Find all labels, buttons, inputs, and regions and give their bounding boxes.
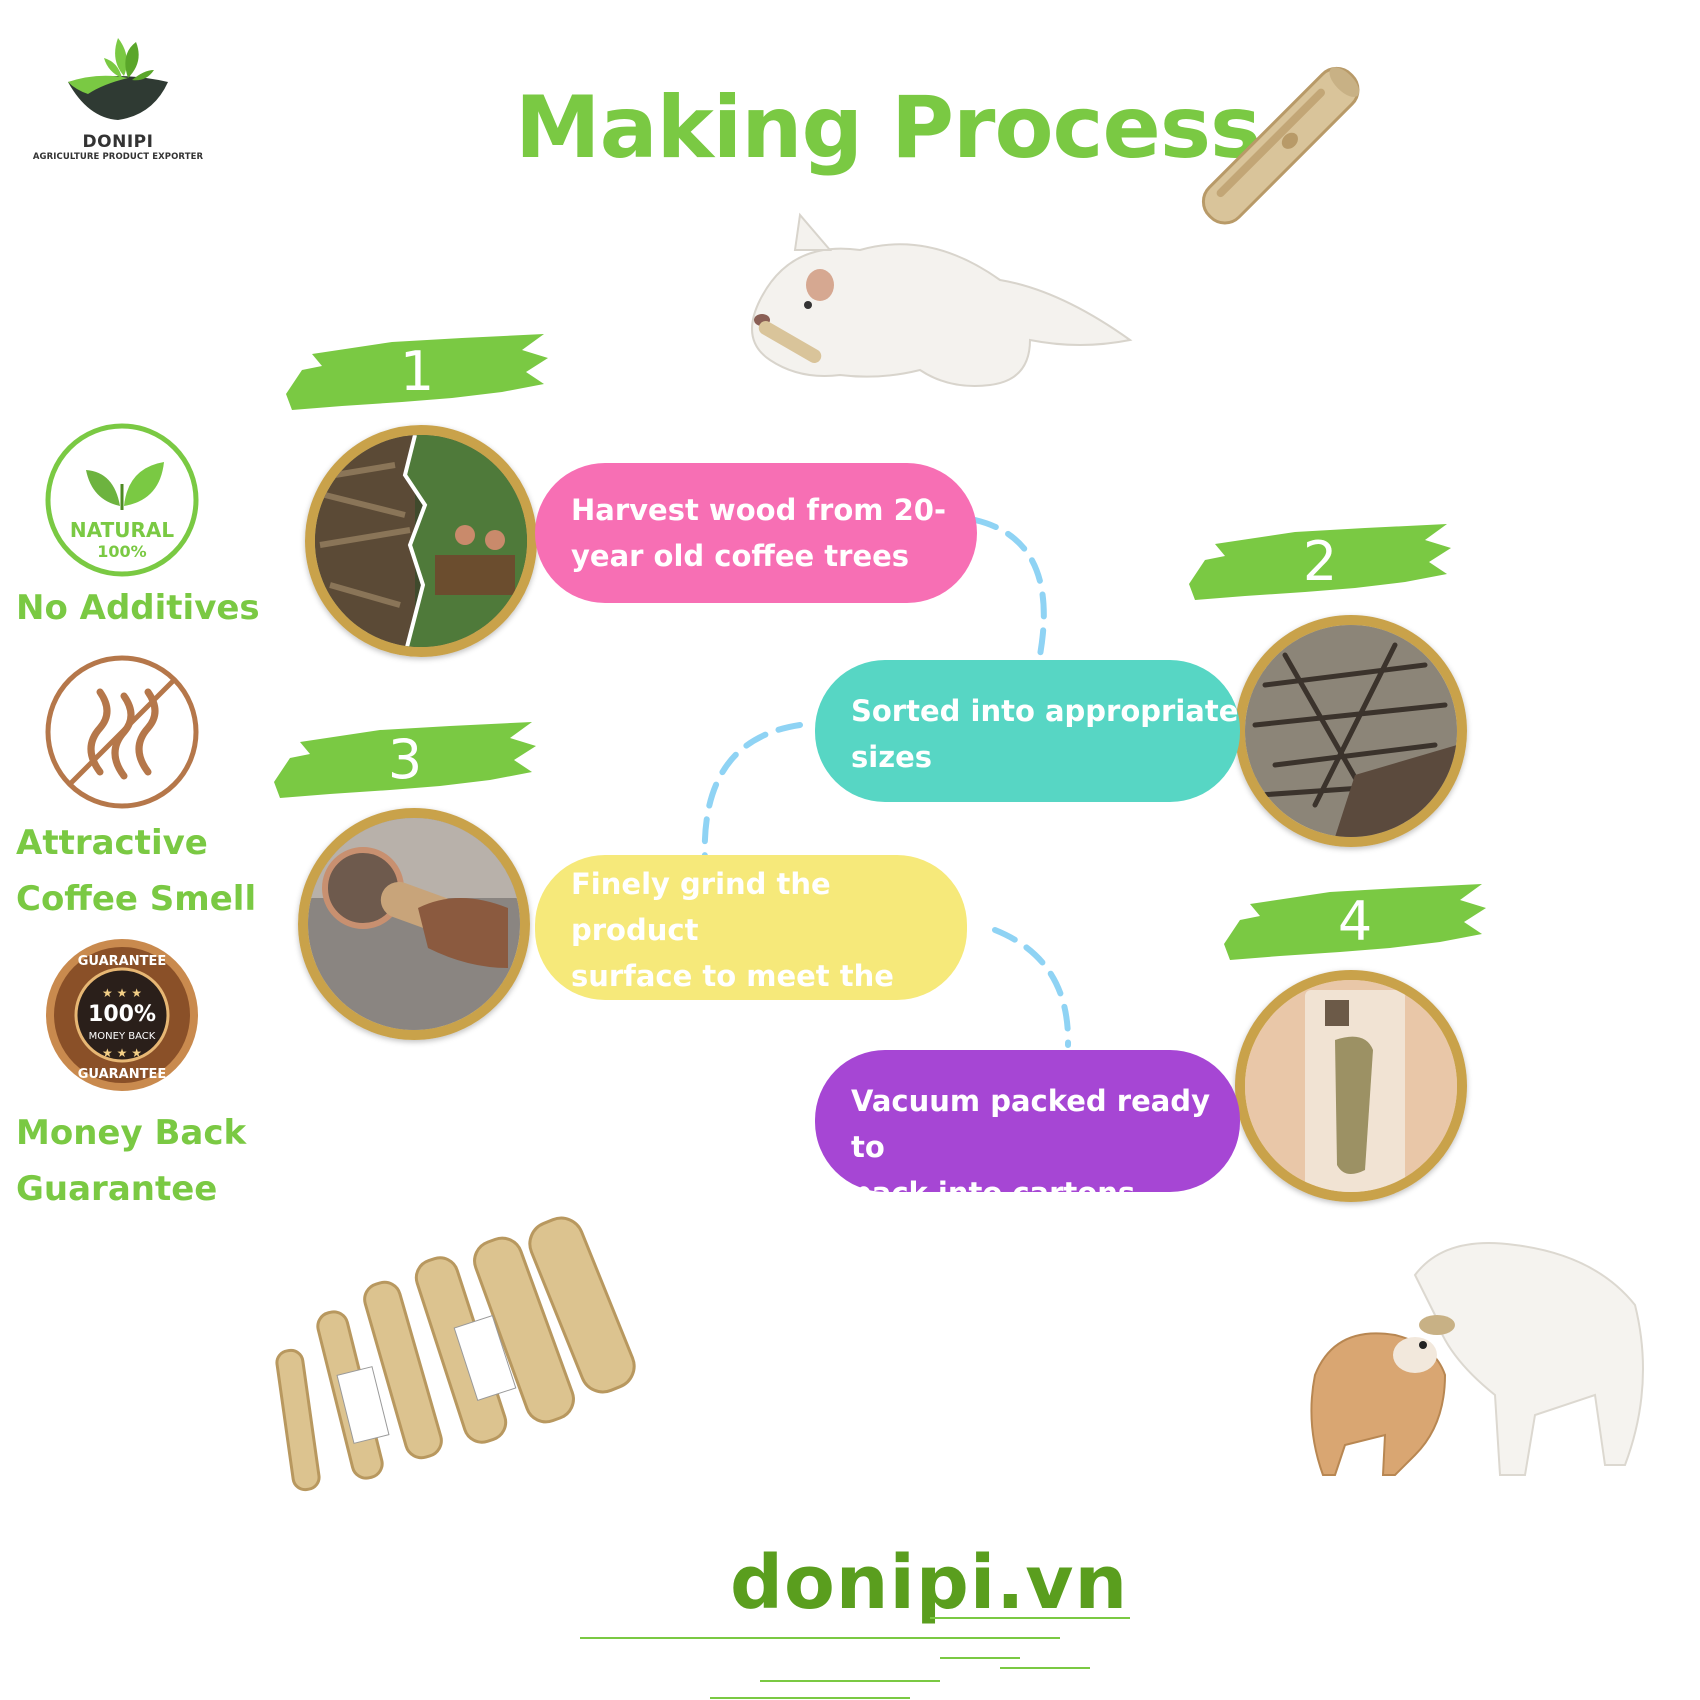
step-number-banner-1: 1 — [282, 328, 552, 418]
svg-text:★ ★ ★: ★ ★ ★ — [102, 1046, 142, 1060]
brand-name: DONIPI — [82, 132, 154, 152]
step-3-pill: Finely grind the product surface to meet… — [535, 855, 967, 1039]
step-4-text-line2: pack into cartons — [851, 1176, 1136, 1210]
step-2-photo — [1235, 615, 1467, 847]
feature-label-coffee-smell: Attractive Coffee Smell — [16, 823, 257, 919]
vacuum-pack-image — [1245, 980, 1457, 1192]
step-number-banner-3: 3 — [270, 716, 540, 806]
svg-text:★ ★ ★: ★ ★ ★ — [102, 986, 142, 1000]
feature-label-no-additives: No Additives — [16, 588, 260, 628]
step-1-pill: Harvest wood from 20- year old coffee tr… — [535, 463, 977, 603]
natural-badge-icon: NATURAL 100% — [45, 423, 199, 577]
underline-decoration — [930, 1617, 1130, 1619]
no-smell-icon — [45, 655, 199, 809]
underline-decoration — [940, 1657, 1020, 1659]
step-4-text-line1: Vacuum packed ready to — [851, 1084, 1210, 1164]
brush-stroke-icon — [1189, 524, 1451, 600]
step-1-photo — [305, 425, 537, 657]
step-3-text-line2: surface to meet the — [571, 959, 894, 993]
coffee-stick-image — [1201, 66, 1360, 225]
step-2-pill: Sorted into appropriate sizes — [815, 660, 1240, 802]
brand-tagline: AGRICULTURE PRODUCT EXPORTER — [32, 152, 204, 162]
dashed-connectors — [701, 517, 1072, 1048]
step-3-text-line3: standard — [571, 1005, 718, 1039]
step-3-photo — [298, 808, 530, 1040]
underline-decoration — [760, 1680, 940, 1682]
step-2-text-line1: Sorted into appropriate — [851, 694, 1239, 728]
page-title: Making Process — [515, 78, 1261, 178]
underline-decoration — [1000, 1667, 1090, 1669]
step-1-text-line2: year old coffee trees — [571, 539, 910, 573]
brand-logo: DONIPI AGRICULTURE PRODUCT EXPORTER — [28, 20, 208, 180]
step-number: 3 — [387, 728, 423, 791]
underline-decoration — [710, 1697, 910, 1699]
step-number-banner-2: 2 — [1185, 518, 1455, 608]
sorted-sticks-image — [1245, 625, 1457, 837]
svg-text:NATURAL: NATURAL — [70, 518, 174, 542]
step-1-text-line1: Harvest wood from 20- — [571, 493, 946, 527]
coffee-sticks-row-image — [275, 1216, 636, 1492]
leaf-bowl-icon — [68, 38, 168, 120]
svg-text:100%: 100% — [88, 1002, 156, 1027]
step-4-photo — [1235, 970, 1467, 1202]
svg-text:MONEY BACK: MONEY BACK — [89, 1031, 156, 1042]
feature-label-money-back: Money Back Guarantee — [16, 1113, 247, 1209]
underline-decoration — [580, 1637, 1060, 1639]
step-2-text-line2: sizes — [851, 740, 933, 774]
dog-chewing-image — [751, 212, 1133, 387]
step-number-banner-4: 4 — [1220, 878, 1490, 968]
step-number: 1 — [399, 340, 435, 403]
step-3-text-line1: Finely grind the product — [571, 867, 831, 947]
svg-text:GUARANTEE: GUARANTEE — [78, 954, 166, 969]
two-dogs-image — [1310, 1242, 1644, 1476]
harvest-wood-image — [315, 435, 527, 647]
step-number: 2 — [1302, 530, 1338, 593]
brush-stroke-icon — [274, 722, 536, 798]
grinding-image — [308, 818, 520, 1030]
svg-text:GUARANTEE: GUARANTEE — [78, 1067, 166, 1082]
step-number: 4 — [1337, 890, 1373, 953]
step-4-pill: Vacuum packed ready to pack into cartons — [815, 1050, 1240, 1210]
brush-stroke-icon — [1224, 884, 1486, 960]
website-link[interactable]: donipi.vn — [730, 1540, 1129, 1626]
brush-stroke-icon — [286, 334, 548, 410]
guarantee-seal-icon: GUARANTEE 100% MONEY BACK GUARANTEE ★ ★ … — [46, 939, 198, 1091]
svg-text:100%: 100% — [97, 542, 146, 561]
